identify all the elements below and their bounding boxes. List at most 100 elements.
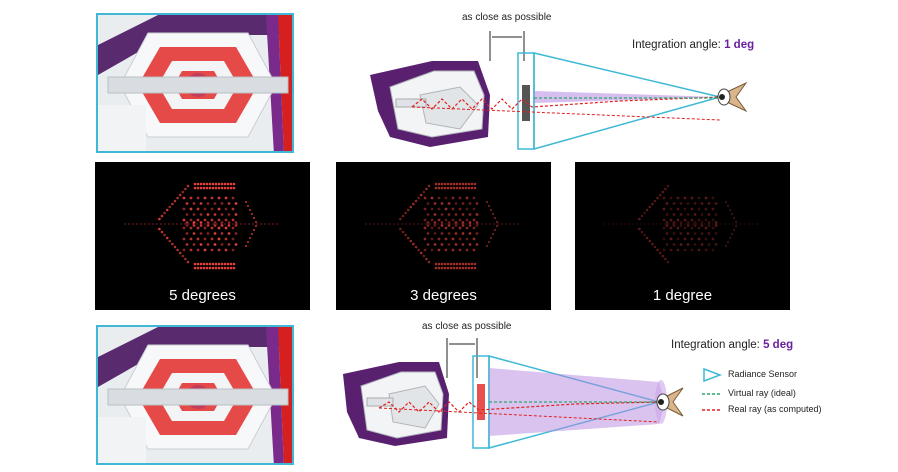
light-dot — [203, 183, 206, 186]
light-dot — [245, 201, 247, 203]
light-dot — [636, 223, 638, 225]
light-dot — [708, 223, 710, 225]
light-dot — [667, 185, 670, 188]
light-dot — [183, 238, 186, 241]
light-dot — [190, 238, 193, 241]
light-dot — [476, 213, 479, 216]
light-dot — [453, 187, 456, 190]
light-dot — [604, 223, 606, 225]
light-dot — [417, 249, 420, 252]
light-dot — [731, 233, 733, 235]
light-dot — [204, 219, 207, 222]
light-dot — [660, 223, 662, 225]
light-dot — [715, 202, 718, 205]
light-dot — [473, 208, 476, 211]
light-dot — [471, 183, 474, 186]
light-dot — [459, 187, 462, 190]
light-dot — [200, 213, 203, 216]
light-dot — [409, 223, 411, 225]
lamp-closeup-top — [98, 15, 294, 153]
light-dot — [732, 223, 734, 225]
light-dot — [677, 197, 680, 200]
light-dot — [466, 197, 469, 200]
light-dot — [218, 238, 221, 241]
light-dot — [452, 208, 455, 211]
light-dot — [641, 231, 644, 234]
light-dot — [224, 223, 226, 225]
light-dot — [193, 202, 196, 205]
light-dot — [171, 243, 174, 246]
light-dot — [476, 202, 479, 205]
light-dot — [445, 227, 448, 230]
light-dot — [461, 223, 463, 225]
light-dot — [687, 202, 690, 205]
light-dot — [663, 208, 666, 211]
light-dot — [708, 213, 711, 216]
light-dot — [462, 187, 465, 190]
light-dot — [715, 243, 718, 246]
light-dot — [450, 263, 453, 266]
light-dot — [218, 183, 221, 186]
light-dot — [264, 223, 266, 225]
light-dot — [684, 227, 687, 230]
light-dot — [638, 218, 641, 221]
light-dot — [513, 223, 515, 225]
annotation-top: as close as possible — [462, 12, 552, 23]
light-dot — [447, 183, 450, 186]
light-dot — [218, 219, 221, 222]
light-dot — [420, 252, 423, 255]
light-dot — [424, 227, 427, 230]
light-dot — [183, 249, 186, 252]
light-dot — [455, 224, 458, 227]
light-dot — [182, 255, 185, 258]
light-dot — [245, 245, 247, 247]
light-dot — [206, 187, 209, 190]
light-dot — [417, 223, 419, 225]
light-dot — [140, 223, 142, 225]
light-dot — [677, 238, 680, 241]
light-dot — [715, 213, 718, 216]
light-dot — [670, 197, 673, 200]
light-dot — [209, 263, 212, 266]
light-dot — [691, 249, 694, 252]
light-dot — [235, 202, 238, 205]
light-dot — [473, 197, 476, 200]
light-dot — [176, 249, 179, 252]
light-dot — [423, 255, 426, 258]
light-dot — [148, 223, 150, 225]
light-dot — [192, 223, 194, 225]
light-dot — [255, 221, 257, 223]
light-dot — [207, 243, 210, 246]
light-dot — [471, 187, 474, 190]
light-dot — [691, 197, 694, 200]
light-dot — [459, 238, 462, 241]
light-dot — [438, 208, 441, 211]
light-dot — [466, 238, 469, 241]
light-dot — [441, 213, 444, 216]
light-dot — [616, 223, 618, 225]
light-dot — [260, 223, 262, 225]
light-dot — [684, 219, 687, 222]
light-dot — [666, 202, 669, 205]
render-1-degree: 1 degree — [575, 162, 790, 310]
light-dot — [684, 208, 687, 211]
light-dot — [465, 267, 468, 270]
light-dot — [232, 238, 235, 241]
light-dot — [144, 223, 146, 225]
light-dot — [204, 208, 207, 211]
light-dot — [466, 219, 469, 222]
light-dot — [233, 263, 236, 266]
light-dot — [632, 223, 634, 225]
light-dot — [186, 202, 189, 205]
light-dot — [186, 232, 189, 235]
light-dot — [251, 213, 253, 215]
light-dot — [684, 238, 687, 241]
light-dot — [448, 243, 451, 246]
light-dot — [698, 238, 701, 241]
light-dot — [687, 232, 690, 235]
light-dot — [424, 197, 427, 200]
legend-real-ray: Real ray (as computed) — [728, 404, 822, 414]
light-dot — [214, 224, 217, 227]
light-dot — [197, 249, 200, 252]
light-dot — [164, 223, 166, 225]
